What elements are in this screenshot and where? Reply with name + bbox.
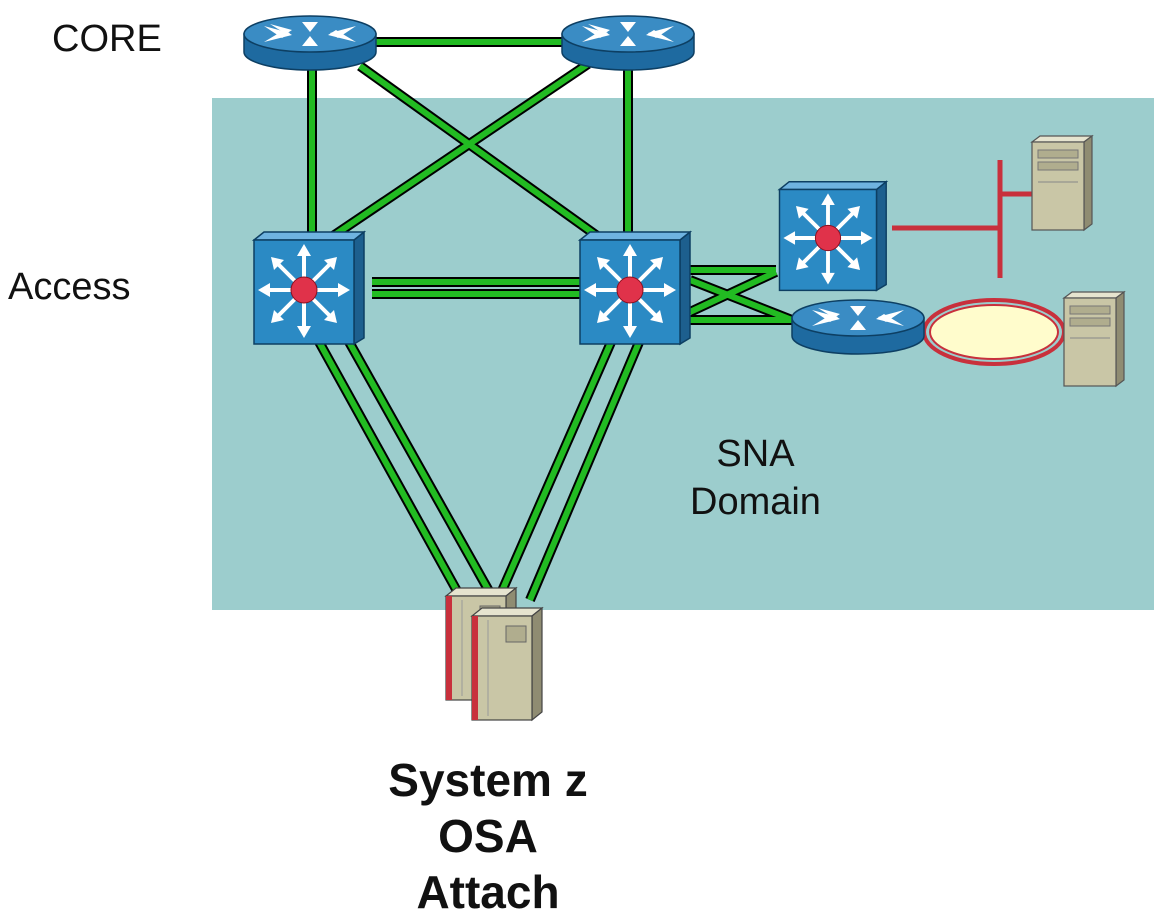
sna-domain-label-line2: Domain <box>690 481 821 523</box>
domain-switch-icon[interactable] <box>777 179 889 293</box>
core-layer-label: CORE <box>52 18 162 60</box>
access-layer-label: Access <box>8 266 131 308</box>
access-switch-right-icon[interactable] <box>578 230 692 346</box>
sna-domain-label: SNA Domain <box>690 430 821 526</box>
links <box>307 37 794 603</box>
system-z-label: System z OSA Attach <box>368 752 608 920</box>
mainframe-front-icon[interactable] <box>471 607 543 721</box>
core-router-left-icon[interactable] <box>243 15 377 71</box>
ethernet-server-icon[interactable] <box>1031 135 1093 231</box>
system-z-label-line1: System z <box>388 754 588 806</box>
ethernet-segment-icon <box>892 160 1032 278</box>
access-switch-left-icon[interactable] <box>252 230 366 346</box>
core-router-right-icon[interactable] <box>561 15 695 71</box>
token-ring-server-icon[interactable] <box>1063 291 1125 387</box>
domain-router-icon[interactable] <box>791 299 925 355</box>
token-ring-icon <box>922 298 1066 366</box>
system-z-label-line2: OSA <box>438 810 538 862</box>
system-z-label-line3: Attach <box>416 866 560 918</box>
sna-domain-label-line1: SNA <box>716 433 795 475</box>
